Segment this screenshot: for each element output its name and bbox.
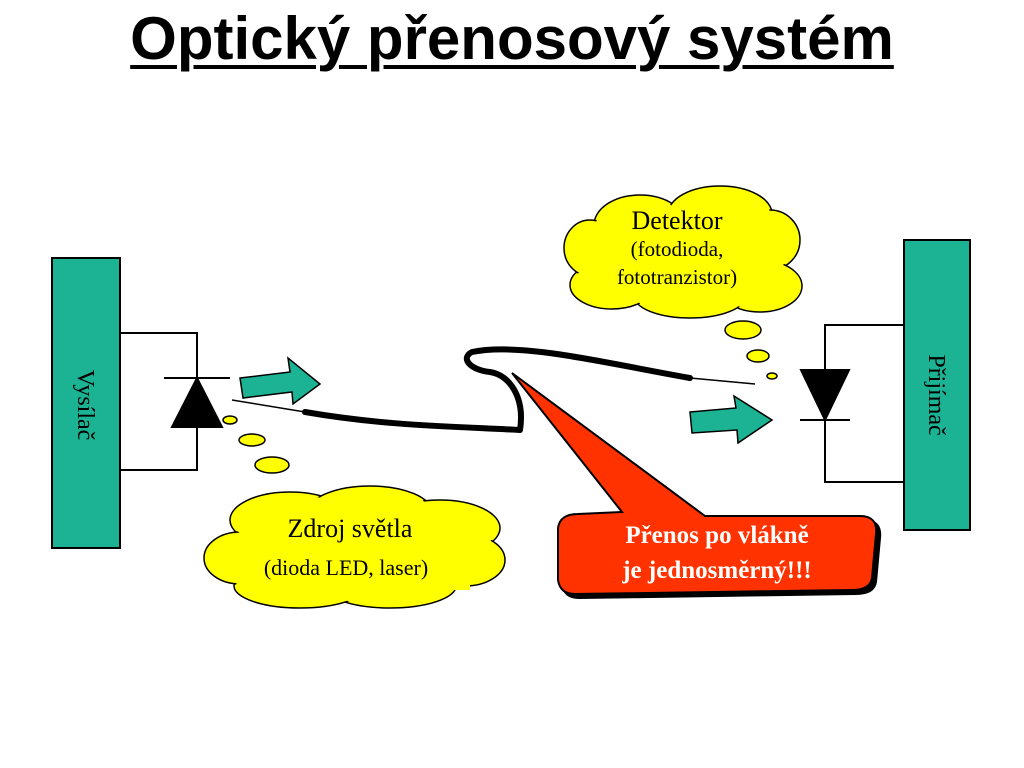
- receiver-label: Přijímač: [923, 354, 949, 435]
- fiber-callout-line1: Přenos po vlákně: [625, 522, 808, 549]
- fiber-callout-line2: je jednosměrný!!!: [621, 557, 812, 584]
- photodiode-symbol: [799, 324, 904, 483]
- led-diode-symbol: [120, 332, 230, 471]
- fiber-callout: Přenos po vlákně je jednosměrný!!!: [511, 372, 878, 596]
- optical-fiber: [231, 346, 756, 433]
- light-arrow-receive: [689, 394, 774, 445]
- receiver-block: Přijímač: [903, 239, 971, 531]
- transmitter-label: Vysílač: [72, 370, 98, 441]
- detector-callout-line2: (fotodioda,: [631, 237, 724, 261]
- detector-callout-line3: fototranzistor): [617, 265, 737, 289]
- detector-callout-line1: Detektor: [632, 206, 723, 235]
- source-callout-line2: (dioda LED, laser): [264, 555, 428, 580]
- source-callout: Zdroj světla (dioda LED, laser): [203, 415, 506, 609]
- source-callout-line1: Zdroj světla: [288, 514, 413, 543]
- page-title: Optický přenosový systém: [130, 5, 894, 72]
- detector-callout: Detektor (fotodioda, fototranzistor): [563, 185, 803, 380]
- transmitter-block: Vysílač: [51, 257, 121, 549]
- light-arrow-transmit: [239, 356, 322, 406]
